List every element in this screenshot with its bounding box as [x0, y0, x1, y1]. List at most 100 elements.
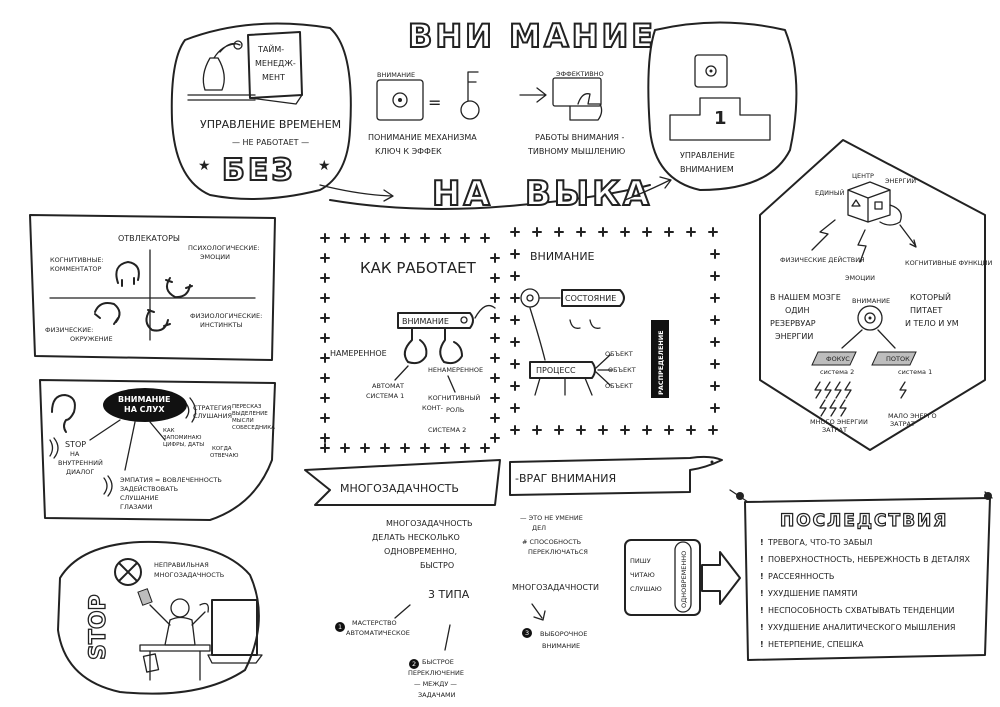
- cross-mark: [710, 359, 720, 369]
- cross-mark: [320, 443, 330, 453]
- when-line-1: КОГДА: [212, 446, 232, 452]
- magnet-icon: [145, 309, 171, 332]
- types-label: 3 ТИПА: [428, 588, 470, 601]
- cross-mark: [320, 293, 330, 303]
- hearing-frame: [39, 379, 276, 521]
- unintentional-label: НЕНАМЕРЕННОЕ: [428, 366, 483, 374]
- bullet-mark: !: [760, 538, 764, 547]
- arrow-icon: [624, 176, 672, 201]
- cross-mark: [708, 425, 718, 435]
- cross-mark: [320, 313, 330, 323]
- stop-line-4: ДИАЛОГ: [66, 468, 94, 476]
- work-line-1: РАБОТЫ ВНИМАНИЯ -: [535, 133, 625, 142]
- energy-hexagon: [759, 139, 986, 451]
- lightning-icon: [811, 219, 836, 251]
- cross-mark: [510, 315, 520, 325]
- left-text-line-1: В НАШЕМ МОЗГЕ: [770, 293, 841, 302]
- distribution-bar: [651, 320, 669, 398]
- cognitive-line-2b: КОНТ-: [422, 404, 444, 412]
- physio-line-1: ФИЗИОЛОГИЧЕСКИЕ:: [190, 312, 262, 320]
- enemy-switch-1: # СПОСОБНОСТЬ: [522, 538, 581, 546]
- key-icon: [460, 71, 480, 120]
- empathy-line-1: ЭМПАТИЯ = ВОВЛЕЧЕННОСТЬ: [120, 476, 222, 484]
- retell-line-3: МЫСЛИ: [232, 418, 254, 424]
- cross-mark: [710, 403, 720, 413]
- intentional-label: НАМЕРЕННОЕ: [330, 349, 387, 358]
- consequences-section: ПОСЛЕДСТВИЯ !ТРЕВОГА, ЧТО-ТО ЗАБЫЛ!ПОВЕР…: [729, 489, 993, 661]
- svg-text:=: =: [428, 93, 441, 112]
- cross-mark: [320, 353, 330, 363]
- magnet-icon: [165, 277, 193, 299]
- cross-mark: [510, 425, 520, 435]
- cognitive-line-1: КОГНИТИВНЫЕ:: [50, 256, 104, 264]
- cross-mark: [710, 271, 720, 281]
- cross-mark: [598, 425, 608, 435]
- cross-mark: [620, 425, 630, 435]
- cross-mark: [490, 333, 500, 343]
- stop-label: STOP: [86, 594, 111, 660]
- consequence-item: НЕТЕРПЕНИЕ, СПЕШКА: [768, 640, 864, 649]
- cross-mark: [440, 233, 450, 243]
- energy-output-emotions: ЭМОЦИИ: [845, 274, 875, 282]
- lens-icon: ВНИМАНИЕ: [376, 71, 424, 121]
- magnet-icon: [115, 261, 140, 287]
- cognitive-line-1b: КОГНИТИВНЫЙ: [428, 393, 480, 402]
- lightning-icon: [899, 381, 907, 399]
- bubble-line-1: ВНИМАНИЕ: [118, 395, 171, 404]
- cross-mark: [320, 273, 330, 283]
- cross-mark: [710, 337, 720, 347]
- cross-mark: [490, 253, 500, 263]
- state-tag: [561, 289, 625, 307]
- cross-mark: [620, 227, 630, 237]
- auto-line-2: СИСТЕМА 1: [366, 392, 404, 400]
- cross-border: [320, 233, 500, 453]
- cross-mark: [708, 227, 718, 237]
- na-text: НА: [432, 174, 493, 214]
- retell-line-4: СОБЕСЕДНИКА: [232, 425, 275, 431]
- cross-mark: [642, 425, 652, 435]
- consequence-item: ТРЕВОГА, ЧТО-ТО ЗАБЫЛ: [767, 538, 872, 547]
- physical-line-1: ФИЗИЧЕСКИЕ:: [45, 326, 93, 334]
- arrow-icon: [319, 184, 394, 202]
- work-line-2: ТИВНОМУ МЫШЛЕНИЮ: [527, 147, 626, 156]
- t2-line-1: БЫСТРОЕ: [422, 658, 454, 666]
- sound-waves-icon: [103, 475, 113, 497]
- focus-parallelogram: [811, 351, 857, 366]
- little-energy-2: ЗАТРАТ: [890, 420, 915, 428]
- how-title: КАК РАБОТАЕТ: [360, 259, 477, 277]
- type-num-3: 3: [525, 629, 529, 637]
- left-text-line-3: РЕЗЕРВУАР: [770, 319, 816, 328]
- how-attn-label: ВНИМАНИЕ: [402, 317, 449, 326]
- center-line-2: ЦЕНТР: [852, 172, 874, 180]
- left-text-line-2: ОДИН: [785, 306, 810, 315]
- right-text-line-2: ПИТАЕТ: [910, 306, 942, 315]
- bullet-mark: !: [760, 589, 764, 598]
- cross-mark: [490, 313, 500, 323]
- system1-label: система 1: [898, 368, 932, 376]
- multitask-banner-text: МНОГОЗАДАЧНОСТЬ: [340, 482, 459, 495]
- stop-line-2: НА: [70, 450, 80, 458]
- cross-mark: [510, 337, 520, 347]
- cross-mark: [420, 233, 430, 243]
- enemy-banner: [509, 455, 723, 496]
- center-line-1: ЕДИНЫЙ: [815, 188, 845, 197]
- remember-line-1: КАК: [163, 428, 175, 434]
- object-3: ОБЪЕКТ: [605, 382, 633, 390]
- lens-label: ВНИМАНИЕ: [377, 71, 415, 79]
- understanding-line-2: КЛЮЧ К ЭФФЕК: [375, 147, 442, 156]
- bullet-mark: !: [760, 555, 764, 564]
- eff-label: ЭФФЕКТИВНО: [556, 70, 604, 78]
- cross-mark: [490, 413, 500, 423]
- cross-mark: [460, 233, 470, 243]
- hearing-bubble: [103, 388, 187, 422]
- sound-waves-icon: [49, 437, 59, 459]
- distractors-title: ОТВЛЕКАТОРЫ: [118, 234, 180, 243]
- consequences-list: !ТРЕВОГА, ЧТО-ТО ЗАБЫЛ!ПОВЕРХНОСТНОСТЬ, …: [760, 538, 970, 649]
- eye-target-icon: [520, 288, 540, 308]
- cross-mark: [710, 381, 720, 391]
- thumbs-up-icon: ЭФФЕКТИВНО: [552, 70, 604, 121]
- type-num-1: 1: [338, 623, 342, 631]
- much-energy-2: ЗАТРАТ: [822, 426, 847, 434]
- center-line-3: ЭНЕРГИИ: [885, 177, 916, 185]
